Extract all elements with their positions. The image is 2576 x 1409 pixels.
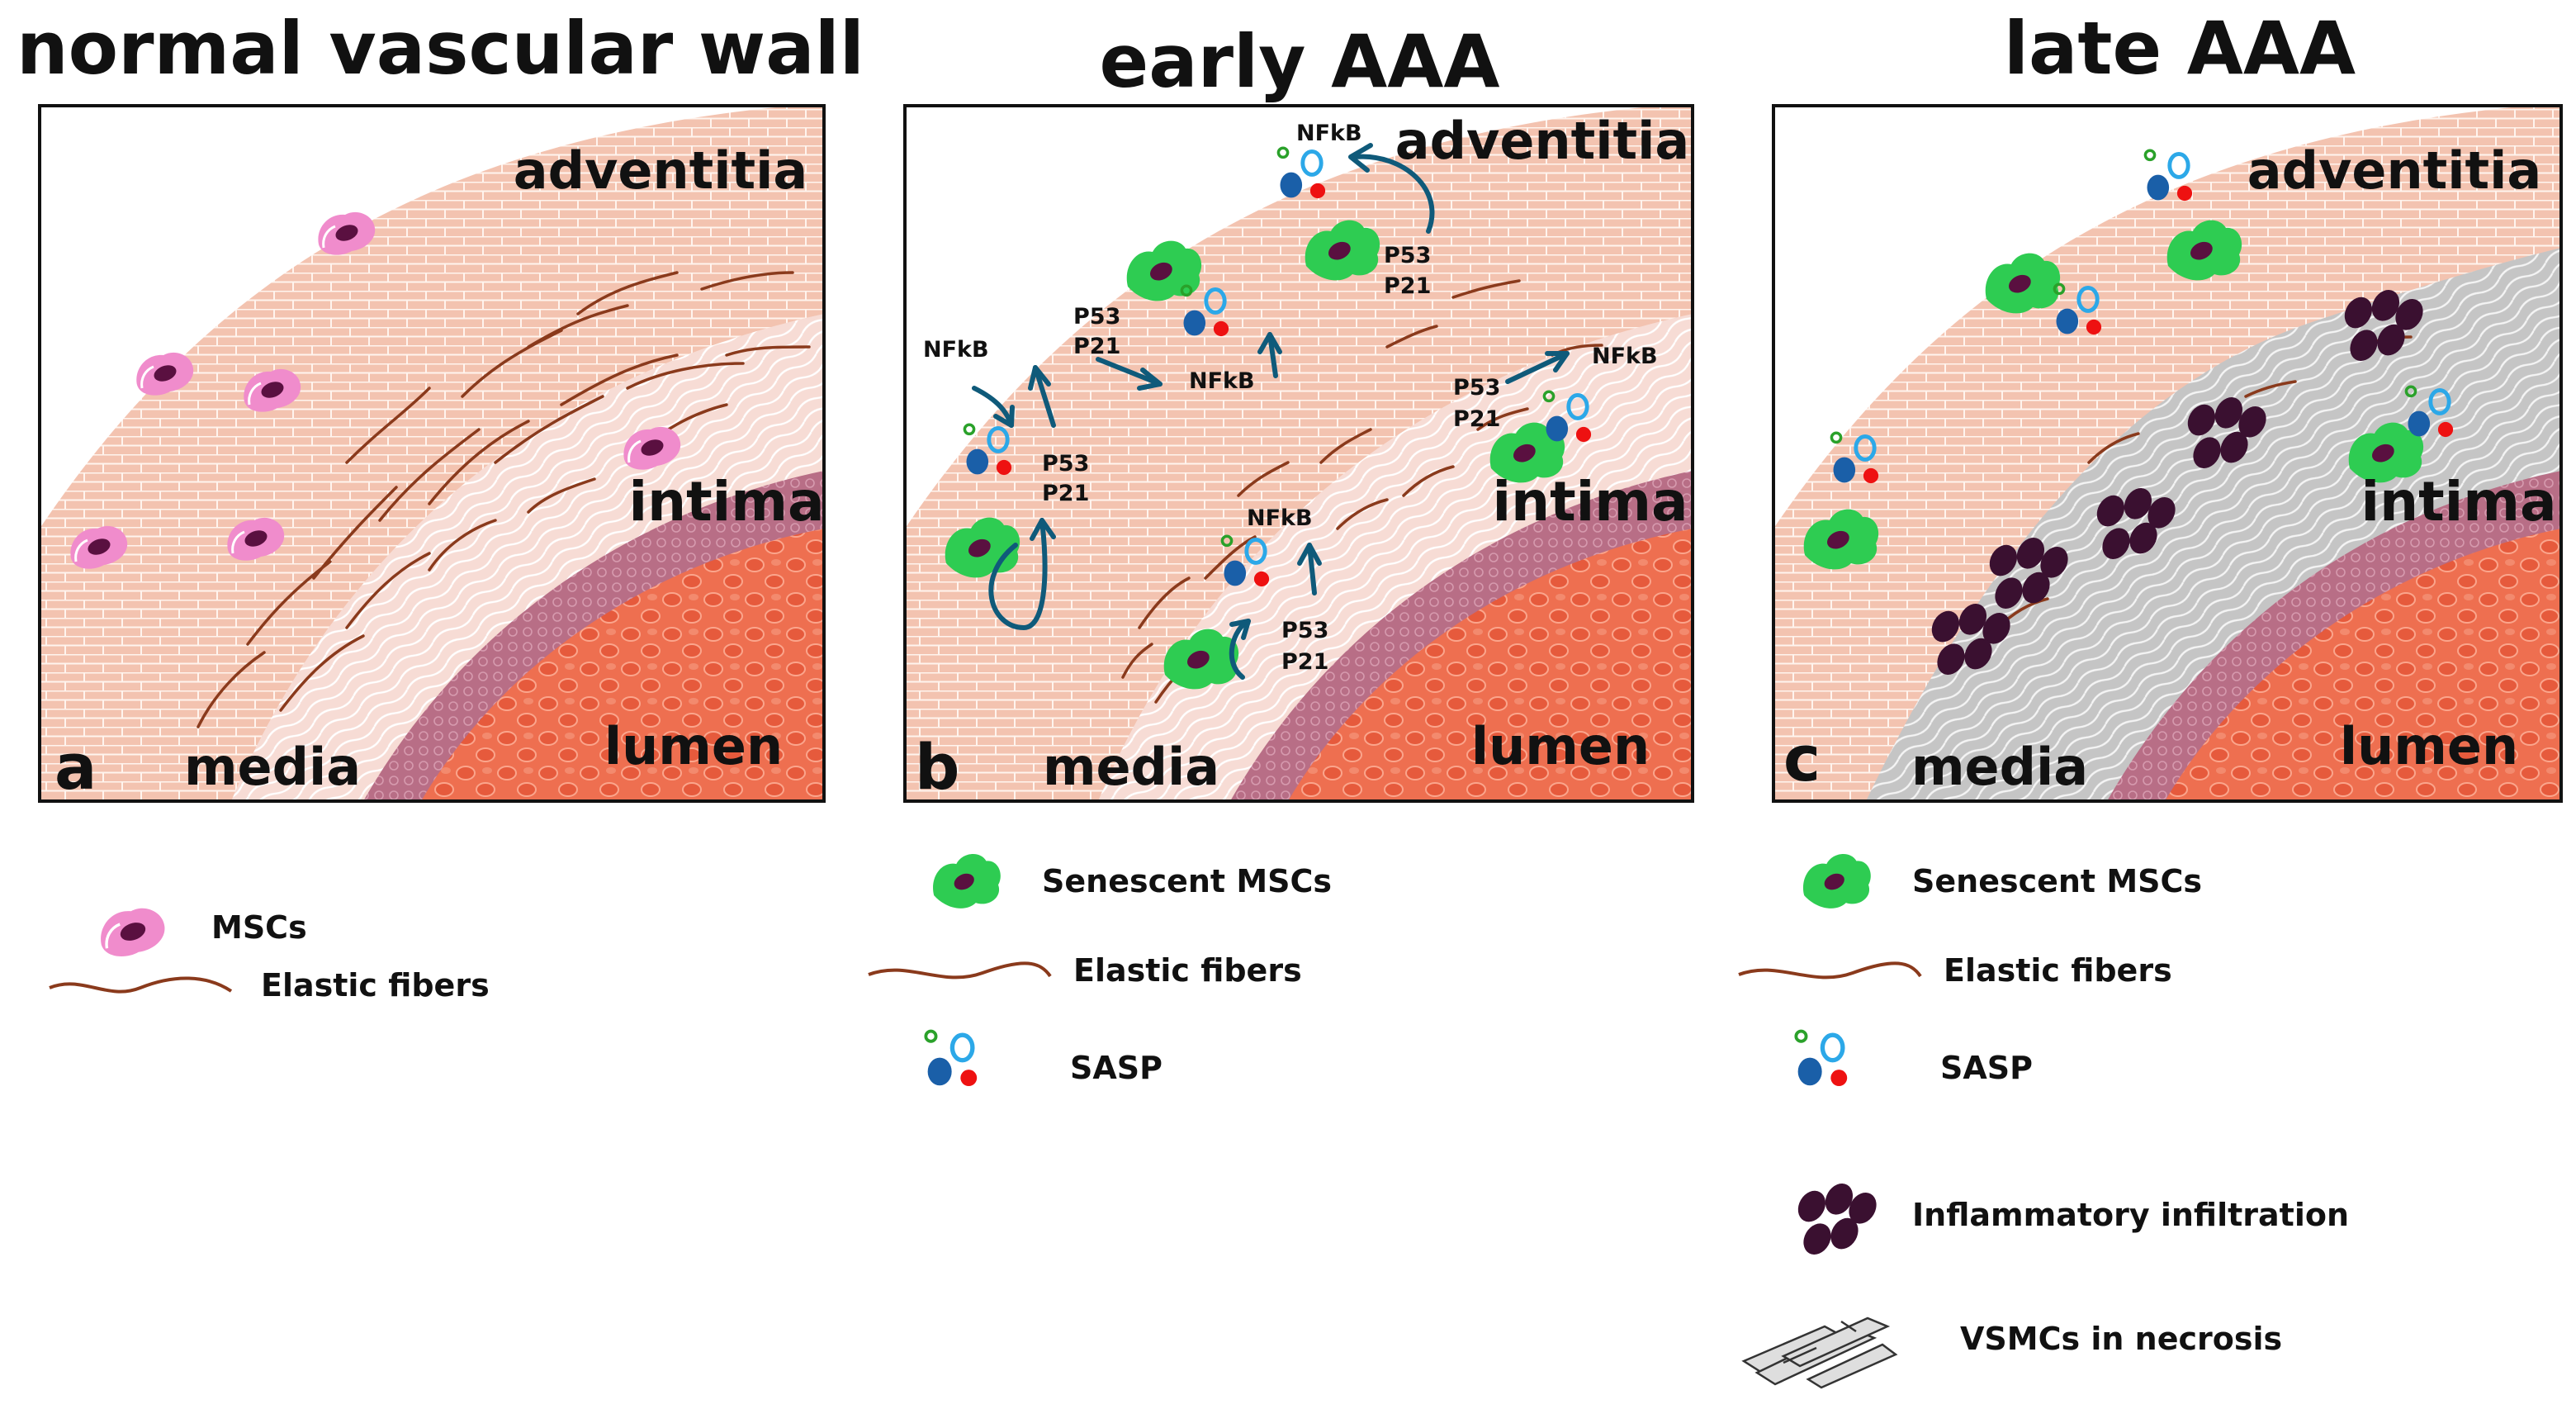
legend-label: MSCs: [211, 909, 307, 946]
panel-b-frame: [903, 104, 1694, 803]
p21-label: P21: [1384, 273, 1431, 299]
elastic-fiber-icon: [1738, 961, 1922, 980]
media-label: media: [1043, 737, 1219, 797]
nfkb-label: NFkB: [923, 337, 989, 363]
p21-label: P21: [1453, 406, 1500, 432]
necrotic-vsmc-icon: [1741, 1316, 1898, 1389]
p21-label: P21: [1073, 334, 1120, 359]
p21-label: P21: [1281, 649, 1328, 675]
adventitia-label: adventitia: [2247, 140, 2541, 201]
panel-c-diagram: adventitia intima media lumen c: [1773, 106, 2561, 801]
elastic-fibers: [1121, 279, 1603, 704]
panel-a-diagram: adventitia intima media lumen a: [40, 106, 824, 804]
nfkb-label: NFkB: [1247, 505, 1313, 531]
panel-c-title: late AAA: [2003, 6, 2356, 91]
p53-label: P53: [1281, 618, 1328, 643]
legend-panel-a: MSCs Elastic fibers: [49, 908, 490, 1003]
legend-label: Senescent MSCs: [1912, 863, 2202, 899]
nfkb-label: NFkB: [1296, 121, 1362, 146]
media-label: media: [184, 737, 361, 797]
senescent-msc-icon: [933, 854, 1001, 908]
intima-label: intima: [628, 470, 824, 534]
senescent-msc-icon: [1803, 854, 1871, 908]
panel-c-frame: [1772, 104, 2563, 803]
p53-label: P53: [1453, 375, 1500, 401]
sasp-icon: [1796, 1032, 1847, 1086]
panel-letter-b: b: [915, 730, 959, 804]
nfkb-label: NFkB: [1592, 344, 1658, 369]
inflammatory-cells-icon: [1792, 1183, 1881, 1260]
lumen-layer: [1288, 529, 1693, 801]
nfkb-label: NFkB: [1189, 368, 1255, 394]
msc-icon: [101, 908, 164, 956]
panel-b-title: early AAA: [1099, 19, 1500, 104]
legend-label: Inflammatory infiltration: [1912, 1197, 2349, 1233]
elastic-fiber-icon: [49, 976, 233, 994]
panel-a-title: normal vascular wall: [17, 6, 864, 91]
legend-label: Senescent MSCs: [1042, 863, 1332, 899]
p53-label: P53: [1384, 243, 1431, 268]
lumen-layer: [2165, 529, 2561, 801]
p21-label: P21: [1042, 481, 1089, 506]
legend-label: VSMCs in necrosis: [1960, 1321, 2282, 1357]
legend-label: Elastic fibers: [261, 967, 490, 1003]
sasp-icon: [926, 1032, 977, 1086]
panel-letter-a: a: [54, 730, 97, 804]
panel-a-frame: [38, 104, 826, 803]
p53-label: P53: [1042, 451, 1089, 477]
lumen-layer: [421, 529, 824, 801]
legend-label: SASP: [1070, 1050, 1163, 1086]
elastic-fiber-icon: [868, 961, 1052, 980]
adventitia-label: adventitia: [514, 140, 807, 201]
legend-panel-c: Senescent MSCs Elastic fibers SASP Infla…: [1738, 854, 2349, 1389]
media-label: media: [1911, 737, 2088, 797]
legend-label: Elastic fibers: [1944, 952, 2172, 989]
adventitia-label: adventitia: [1395, 111, 1689, 171]
lumen-label: lumen: [604, 716, 783, 776]
panel-b-diagram: NFkB P53 P21 P53 P21 NFkB NFkB P53 P21 N…: [905, 106, 1693, 804]
lumen-label: lumen: [1471, 716, 1650, 776]
intima-label: intima: [1492, 470, 1688, 534]
intima-label: intima: [2361, 470, 2556, 534]
lumen-label: lumen: [2340, 716, 2518, 776]
legend-panel-b: Senescent MSCs Elastic fibers SASP: [868, 854, 1332, 1086]
legend-label: Elastic fibers: [1073, 952, 1302, 989]
panel-letter-c: c: [1783, 722, 1821, 795]
legend-label: SASP: [1940, 1050, 2033, 1086]
elastic-fibers: [197, 271, 811, 728]
signaling-arrows: [972, 143, 1570, 680]
p53-label: P53: [1073, 304, 1120, 330]
